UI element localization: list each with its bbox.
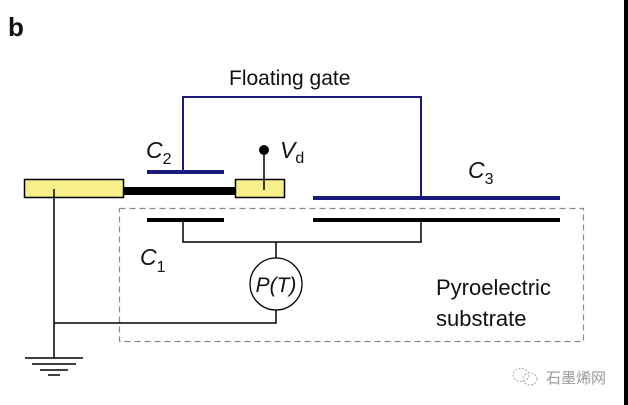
- c3-label: C3: [468, 157, 494, 188]
- ground-return-wire: [54, 310, 277, 324]
- watermark-text: 石墨烯网: [546, 369, 606, 387]
- pyroelectric-substrate-box: [118, 207, 585, 343]
- c1-label: C1: [140, 244, 166, 276]
- vd-terminal-dot: [259, 145, 269, 155]
- bottom-plate-connection-wire: [182, 220, 422, 243]
- c2-label: C2: [146, 137, 172, 168]
- right-edge-border: [624, 0, 628, 405]
- substrate-label: Pyroelectric: [436, 275, 551, 300]
- wechat-icon: [512, 368, 538, 386]
- polarization-label: P(T): [256, 274, 297, 297]
- transistor-channel: [122, 187, 237, 195]
- panel-label: b: [8, 12, 24, 42]
- floating-gate-wire: [182, 96, 422, 198]
- substrate-label-line2: substrate: [436, 306, 527, 331]
- ground-icon: [25, 357, 83, 376]
- drain-contact-pad: [234, 178, 286, 199]
- floating-gate-label: Floating gate: [229, 67, 350, 90]
- vd-label: Vd: [280, 137, 304, 167]
- source-contact-pad: [23, 178, 125, 199]
